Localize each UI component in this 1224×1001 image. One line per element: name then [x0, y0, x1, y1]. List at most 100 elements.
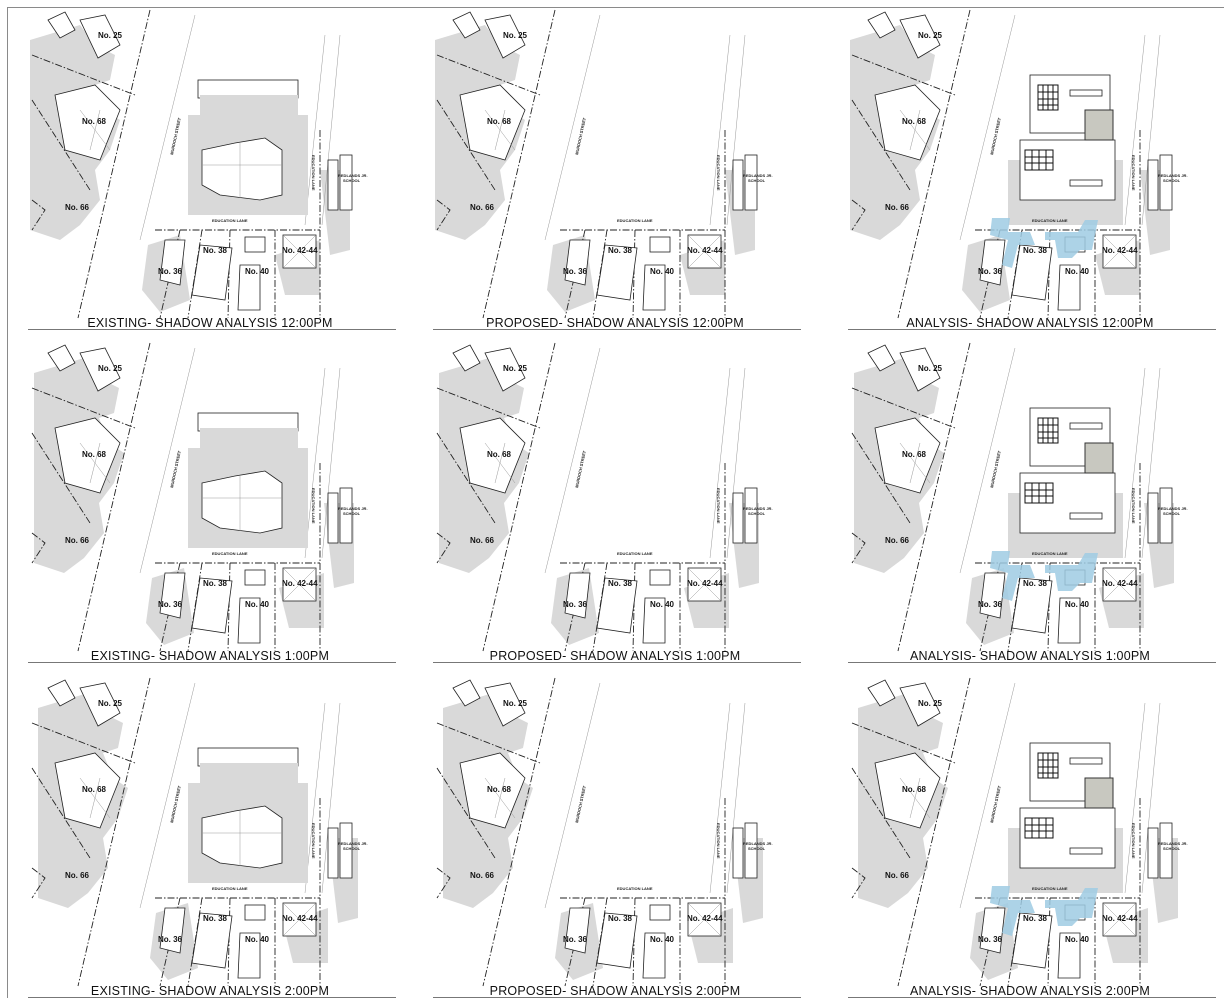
- label-no-42-44: No. 42-44: [282, 914, 318, 923]
- proposed-building: [1008, 74, 1123, 225]
- label-no-25: No. 25: [98, 364, 123, 373]
- proposed-building: [1008, 742, 1123, 893]
- label-no-36: No. 36: [978, 600, 1003, 609]
- label-education-lane: EDUCATION LANE: [1032, 551, 1068, 556]
- neighbour-buildings: [452, 344, 758, 644]
- label-no-40: No. 40: [245, 267, 270, 276]
- title-underline: [848, 662, 1216, 663]
- label-no-36: No. 36: [158, 600, 183, 609]
- street-lines: [436, 9, 746, 319]
- label-school-line1: REDLANDS JR.: [338, 173, 368, 178]
- label-no-40: No. 40: [650, 600, 675, 609]
- site-plan: No. 25 No. 68 No. 66 MURDOCH STREET EDUC…: [851, 342, 1188, 652]
- label-no-66: No. 66: [885, 203, 910, 212]
- existing-buildings: [188, 79, 308, 215]
- neighbour-buildings: [867, 344, 1173, 644]
- label-education-lane-vertical: EDUCATION LANE: [311, 823, 316, 859]
- label-no-36: No. 36: [158, 267, 183, 276]
- label-murdoch-street: MURDOCH STREET: [574, 450, 587, 489]
- label-murdoch-street: MURDOCH STREET: [169, 450, 182, 489]
- label-no-25: No. 25: [503, 699, 528, 708]
- additional-shadow-highlight: [990, 886, 1098, 936]
- label-no-38: No. 38: [203, 246, 228, 255]
- label-education-lane: EDUCATION LANE: [212, 886, 248, 891]
- label-school-line2: SCHOOL: [343, 511, 361, 516]
- label-school-line2: SCHOOL: [748, 511, 766, 516]
- label-no-25: No. 25: [503, 31, 528, 40]
- neighbour-buildings: [867, 11, 1173, 311]
- panel-title: ANALYSIS- SHADOW ANALYSIS 2:00PM: [909, 984, 1151, 998]
- panel-title: EXISTING- SHADOW ANALYSIS 1:00PM: [90, 649, 330, 663]
- label-no-40: No. 40: [650, 935, 675, 944]
- label-no-68: No. 68: [82, 785, 107, 794]
- label-no-25: No. 25: [918, 364, 943, 373]
- site-plan: No. 25 No. 68 No. 66 MURDOCH STREET EDUC…: [851, 677, 1188, 987]
- label-no-38: No. 38: [203, 579, 228, 588]
- label-education-lane: EDUCATION LANE: [1032, 218, 1068, 223]
- label-school-line1: REDLANDS JR.: [743, 173, 773, 178]
- label-education-lane-vertical: EDUCATION LANE: [716, 155, 721, 191]
- label-education-lane-vertical: EDUCATION LANE: [716, 823, 721, 859]
- neighbour-shadows: [435, 25, 755, 312]
- existing-buildings: [188, 747, 308, 883]
- panel-title: ANALYSIS- SHADOW ANALYSIS 1:00PM: [909, 649, 1151, 663]
- label-no-36: No. 36: [563, 600, 588, 609]
- label-school-line1: REDLANDS JR.: [743, 841, 773, 846]
- label-no-66: No. 66: [65, 203, 90, 212]
- panel-title: PROPOSED- SHADOW ANALYSIS 2:00PM: [489, 984, 741, 998]
- title-underline: [848, 329, 1216, 330]
- neighbour-buildings: [867, 679, 1173, 979]
- neighbour-buildings: [47, 11, 353, 311]
- label-no-25: No. 25: [98, 31, 123, 40]
- label-no-66: No. 66: [885, 871, 910, 880]
- label-school-line1: REDLANDS JR.: [338, 841, 368, 846]
- label-no-25: No. 25: [918, 31, 943, 40]
- label-school-line1: REDLANDS JR.: [1158, 173, 1188, 178]
- label-school-line2: SCHOOL: [1163, 846, 1181, 851]
- neighbour-buildings: [47, 344, 353, 644]
- label-no-42-44: No. 42-44: [1102, 246, 1138, 255]
- additional-shadow-highlight: [990, 551, 1098, 601]
- label-no-42-44: No. 42-44: [1102, 579, 1138, 588]
- label-no-40: No. 40: [650, 267, 675, 276]
- additional-shadow-highlight: [990, 218, 1098, 268]
- label-no-40: No. 40: [245, 935, 270, 944]
- shadow-panel-existing: No. 25 No. 68 No. 66 MURDOCH STREET EDUC…: [20, 0, 420, 333]
- label-murdoch-street: MURDOCH STREET: [989, 450, 1002, 489]
- panel-title: PROPOSED- SHADOW ANALYSIS 12:00PM: [486, 316, 744, 330]
- label-education-lane-vertical: EDUCATION LANE: [311, 155, 316, 191]
- label-no-36: No. 36: [563, 935, 588, 944]
- shadow-panel-analysis: No. 25 No. 68 No. 66 MURDOCH STREET EDUC…: [840, 333, 1224, 666]
- label-education-lane-vertical: EDUCATION LANE: [1131, 488, 1136, 524]
- street-lines: [31, 342, 341, 652]
- label-no-68: No. 68: [487, 450, 512, 459]
- label-school-line2: SCHOOL: [1163, 511, 1181, 516]
- label-no-42-44: No. 42-44: [282, 579, 318, 588]
- label-education-lane-vertical: EDUCATION LANE: [311, 488, 316, 524]
- site-plan: No. 25 No. 68 No. 66 MURDOCH STREET EDUC…: [435, 9, 773, 319]
- panel-title: EXISTING- SHADOW ANALYSIS 12:00PM: [87, 316, 333, 330]
- label-no-68: No. 68: [902, 117, 927, 126]
- neighbour-buildings: [452, 11, 758, 311]
- label-no-38: No. 38: [608, 579, 633, 588]
- neighbour-buildings: [47, 679, 353, 979]
- site-plan: No. 25 No. 68 No. 66 MURDOCH STREET EDUC…: [436, 677, 773, 987]
- label-school-line1: REDLANDS JR.: [1158, 506, 1188, 511]
- label-no-66: No. 66: [65, 536, 90, 545]
- label-no-42-44: No. 42-44: [687, 914, 723, 923]
- label-murdoch-street: MURDOCH STREET: [989, 785, 1002, 824]
- label-school-line2: SCHOOL: [748, 846, 766, 851]
- label-no-68: No. 68: [487, 785, 512, 794]
- title-underline: [433, 662, 801, 663]
- proposed-building: [1008, 407, 1123, 558]
- shadow-panel-analysis: No. 25 No. 68 No. 66 MURDOCH STREET EDUC…: [840, 668, 1224, 1001]
- label-school-line2: SCHOOL: [748, 178, 766, 183]
- label-murdoch-street: MURDOCH STREET: [574, 117, 587, 156]
- label-education-lane: EDUCATION LANE: [212, 551, 248, 556]
- title-underline: [433, 329, 801, 330]
- label-education-lane: EDUCATION LANE: [617, 218, 653, 223]
- label-no-38: No. 38: [1023, 579, 1048, 588]
- label-school-line1: REDLANDS JR.: [338, 506, 368, 511]
- label-murdoch-street: MURDOCH STREET: [574, 785, 587, 824]
- label-no-42-44: No. 42-44: [1102, 914, 1138, 923]
